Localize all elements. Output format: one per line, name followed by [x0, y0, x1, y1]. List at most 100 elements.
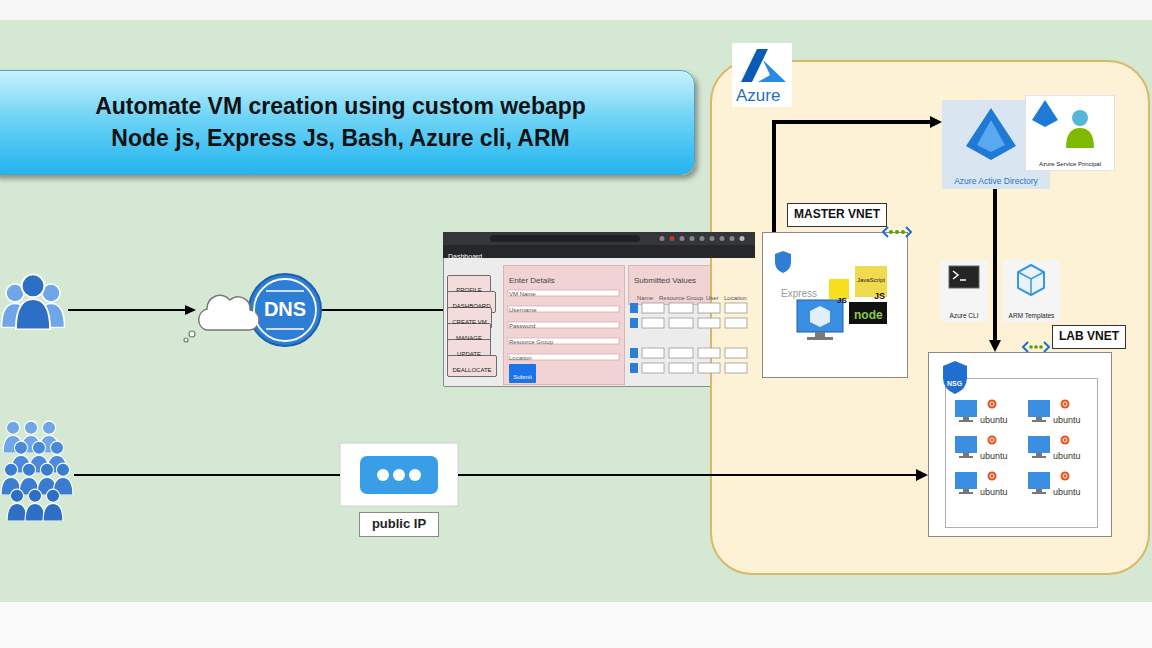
vnet-icon	[1029, 345, 1033, 349]
table-rows	[725, 303, 747, 313]
dns-globe	[254, 279, 316, 341]
text-slot: LAB VNET	[1052, 325, 1126, 349]
title-banner: Automate VM creation using custom webapp…	[0, 70, 695, 175]
dns-globe	[254, 279, 316, 341]
submit-button: Submit	[509, 364, 536, 383]
service-name: Azure Active Directory	[954, 177, 1038, 187]
cli-icon	[960, 279, 966, 281]
label-text: CREATE VM	[452, 319, 487, 326]
os-label: ubuntu	[1053, 415, 1081, 425]
ubuntu-vms	[1063, 474, 1067, 478]
text-slot: ubuntu	[1053, 481, 1081, 499]
cloud-name: Azure	[736, 86, 780, 106]
text-slot: Submit	[509, 365, 536, 383]
text-slot: Azure	[736, 86, 780, 106]
crowd-icon	[39, 421, 59, 453]
request-arrow	[185, 305, 196, 315]
javascript-logo	[855, 266, 887, 297]
ubuntu-vms	[1063, 438, 1067, 442]
logo-text: JS	[837, 296, 847, 305]
dns-circle: DNS	[248, 273, 322, 347]
public-ip-icon	[340, 443, 458, 506]
connector-arrow	[993, 189, 997, 346]
ubuntu-vms	[959, 420, 973, 422]
cli-icon	[949, 266, 979, 288]
vnet-icon	[1023, 342, 1049, 352]
service-name: Azure Service Principal	[1039, 161, 1101, 168]
tool-box: Azure CLI	[940, 260, 988, 322]
table-rows	[630, 303, 747, 373]
ubuntu-vms	[988, 472, 997, 481]
table-rows	[669, 348, 693, 358]
browser-chrome	[443, 245, 755, 258]
service-principal-icon	[1072, 110, 1088, 126]
ubuntu-vms	[988, 436, 997, 445]
ubuntu-vms	[959, 492, 973, 494]
browser-chrome	[700, 236, 705, 241]
logo-text: node	[854, 309, 883, 323]
vnet-box: LAB VNETNSG	[928, 352, 1112, 537]
service-principal-icon	[1032, 100, 1058, 127]
aad-icon	[966, 108, 1016, 160]
crowd-icon	[37, 463, 57, 495]
column-header: Name	[637, 295, 653, 302]
field-label: Resource Group	[509, 339, 553, 346]
thought-cloud	[189, 331, 195, 337]
ubuntu-vms	[963, 489, 969, 492]
ubuntu-vms	[1061, 436, 1070, 445]
form-inputs	[508, 338, 619, 344]
panel-heading: Enter Details	[509, 276, 555, 285]
table-rows	[698, 303, 720, 313]
text-slot: ubuntu	[1053, 445, 1081, 463]
logo-text: JavaScript	[857, 277, 885, 284]
access-line	[74, 474, 340, 476]
dns-label: DNS	[264, 298, 306, 321]
connector-arrow	[774, 122, 936, 232]
azure-logo	[732, 43, 792, 107]
vnet-icon	[883, 227, 911, 237]
text-slot: ubuntu	[980, 481, 1008, 499]
browser-chrome	[740, 236, 745, 241]
text-slot: Azure Active Directory	[942, 170, 1050, 188]
vnet-icon	[906, 227, 911, 237]
table-rows	[669, 303, 693, 313]
text-slot: Express	[781, 283, 817, 301]
ubuntu-vms	[1061, 400, 1070, 409]
column-header: Resource Group	[659, 295, 703, 302]
js-logo	[829, 279, 849, 299]
ubuntu-vms	[1032, 420, 1046, 422]
vnet-label: MASTER VNET	[787, 203, 887, 227]
table-rows	[630, 303, 638, 313]
crowd-icon	[1, 421, 73, 521]
crowd-icon	[19, 463, 39, 495]
ubuntu-vms	[1028, 436, 1050, 453]
ubuntu-vms	[1061, 472, 1070, 481]
node-logo	[849, 302, 887, 324]
os-label: ubuntu	[1053, 487, 1081, 497]
shield-icon	[775, 251, 791, 273]
browser-chrome	[680, 236, 685, 241]
text-slot: DEALLOCATE	[448, 358, 496, 376]
aad-icon	[977, 120, 1005, 152]
request-arrow	[68, 309, 186, 311]
logo-text: JS	[874, 291, 885, 301]
ubuntu-vms	[990, 438, 994, 442]
text-slot: Resource Group	[659, 286, 703, 304]
field-label: Password	[509, 323, 535, 330]
label-text: MANAGE	[456, 335, 482, 342]
form-inputs	[508, 354, 619, 360]
crowd-icon	[29, 441, 49, 473]
vnet-icon	[1034, 345, 1038, 349]
form-panel: Enter DetailsVM NameUsernamePasswordReso…	[503, 265, 625, 385]
text-slot: ubuntu	[980, 445, 1008, 463]
crowd-icon	[11, 441, 31, 473]
webapp-screenshot: DashboardPROFILEDASHBOARDCREATE VMMANAGE…	[443, 232, 755, 387]
public-ip: public IP	[340, 443, 458, 540]
ubuntu-vms	[1036, 489, 1042, 492]
crowd-icon	[21, 421, 41, 453]
table-rows	[630, 363, 638, 373]
user-icon	[16, 274, 50, 329]
ubuntu-vms	[963, 417, 969, 420]
label-text: UPDATE	[457, 351, 481, 358]
label-text: DASHBOARD	[452, 303, 490, 310]
